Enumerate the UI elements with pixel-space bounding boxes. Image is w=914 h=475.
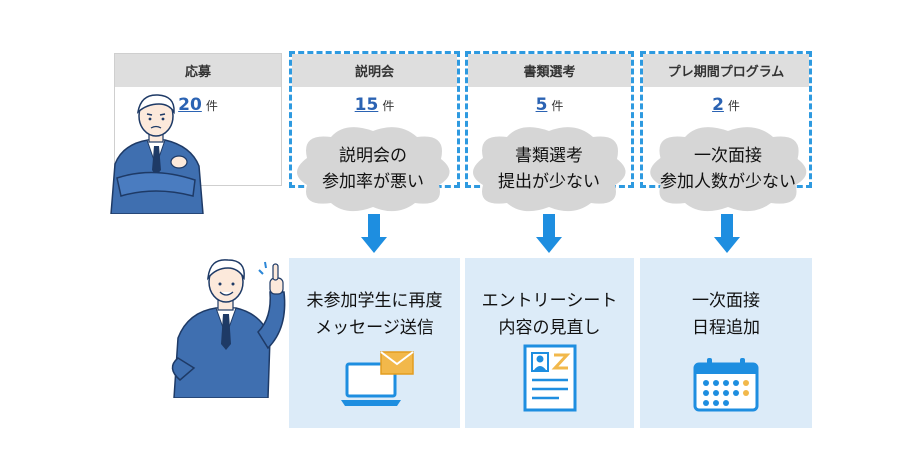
- stage-count-row: 20 件: [115, 87, 281, 187]
- stage-count[interactable]: 20: [178, 95, 202, 115]
- problem-line-2: 提出が少ない: [498, 172, 600, 192]
- thinking-businessman-illustration: [110, 94, 204, 214]
- solution-line-2: 日程追加: [692, 318, 760, 338]
- problem-cloud-briefing: 説明会の 参加率が悪い: [287, 123, 459, 213]
- stage-count[interactable]: 2: [712, 95, 724, 115]
- stage-unit: 件: [727, 99, 740, 113]
- laptop-mail-icon: [341, 351, 414, 406]
- solution-line-1: エントリーシート: [481, 291, 618, 311]
- solution-line-2: 内容の見直し: [498, 318, 601, 338]
- stage-count[interactable]: 15: [354, 95, 379, 115]
- down-arrow-stem: [721, 214, 733, 238]
- down-arrow-head: [361, 237, 387, 253]
- stage-count-row: 2 件: [643, 87, 809, 187]
- stage-count-row: 5 件: [468, 87, 631, 187]
- solution-line-2: メッセージ送信: [315, 318, 434, 338]
- stage-count-row: 15 件: [292, 87, 457, 187]
- pointing-businessman-illustration: [171, 259, 286, 398]
- problem-line-1: 一次面接: [694, 146, 762, 166]
- problem-cloud-pre-program: 一次面接 参加人数が少ない: [640, 123, 816, 213]
- solution-line-1: 一次面接: [692, 291, 760, 311]
- stage-unit: 件: [551, 99, 564, 113]
- stage-title: プレ期間プログラム: [643, 54, 809, 87]
- stage-unit: 件: [205, 99, 218, 113]
- problem-line-1: 説明会の: [339, 146, 407, 166]
- cloud-shape: [297, 127, 450, 212]
- stage-count[interactable]: 5: [535, 95, 548, 115]
- resume-document-icon: [523, 344, 577, 412]
- solution-line-1: 未参加学生に再度: [306, 291, 443, 311]
- stage-title: 説明会: [292, 54, 457, 87]
- problem-cloud-document-screening: 書類選考 提出が少ない: [463, 123, 635, 213]
- stage-title: 応募: [115, 54, 281, 87]
- cloud-shape: [650, 127, 807, 212]
- calendar-icon: [693, 358, 759, 412]
- down-arrow-head: [714, 237, 740, 253]
- cloud-shape: [473, 127, 626, 212]
- stage-unit: 件: [382, 99, 395, 113]
- problem-line-1: 書類選考: [515, 146, 583, 166]
- problem-line-2: 参加率が悪い: [322, 172, 424, 192]
- stage-title: 書類選考: [468, 54, 631, 87]
- solution-box-resend-message: 未参加学生に再度 メッセージ送信: [289, 258, 460, 428]
- down-arrow-stem: [368, 214, 380, 238]
- solution-box-review-entry-sheet: エントリーシート 内容の見直し: [465, 258, 634, 428]
- down-arrow-head: [536, 237, 562, 253]
- solution-box-add-interview-dates: 一次面接 日程追加: [640, 258, 812, 428]
- down-arrow-stem: [543, 214, 555, 238]
- problem-line-2: 参加人数が少ない: [660, 172, 796, 192]
